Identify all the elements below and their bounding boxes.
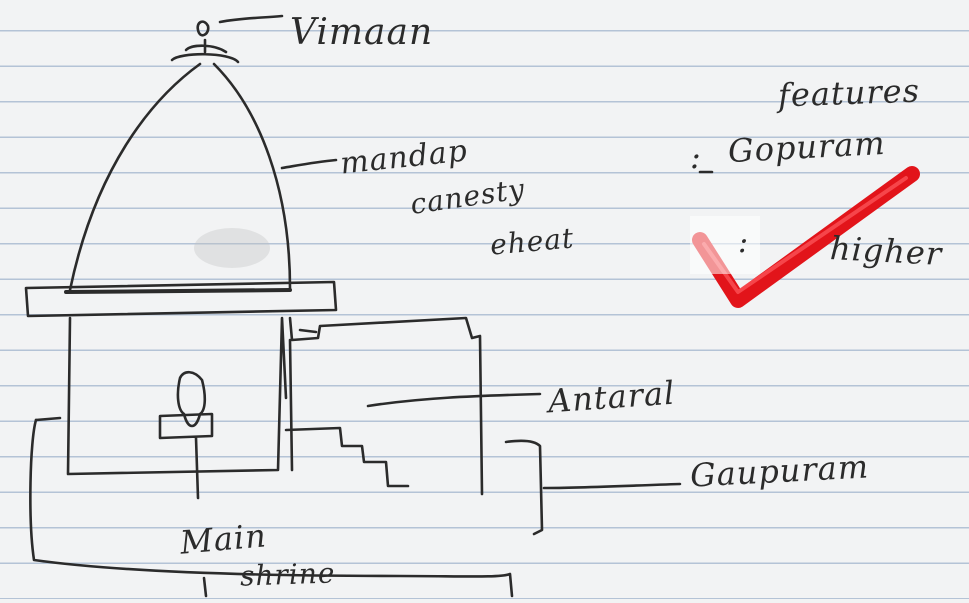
label-vimaan: Vimaan bbox=[290, 12, 433, 53]
slab-inner bbox=[66, 290, 290, 292]
finial-stem bbox=[172, 40, 238, 62]
leader-vimaan bbox=[220, 16, 282, 22]
colon-2: : bbox=[738, 225, 749, 260]
label-shrine: shrine bbox=[239, 556, 335, 592]
colon-1: : bbox=[690, 138, 702, 176]
antaral-right-wall bbox=[290, 340, 292, 470]
leader-mandap bbox=[282, 160, 336, 168]
deity-base bbox=[160, 414, 212, 498]
deity-figure bbox=[178, 372, 205, 426]
antaral-steps bbox=[286, 318, 482, 494]
gopuram-bracket bbox=[506, 441, 542, 534]
label-features: features bbox=[777, 72, 920, 115]
finial bbox=[198, 22, 209, 36]
leader-antaral bbox=[368, 394, 540, 406]
label-main: Main bbox=[179, 516, 269, 561]
leader-gopuram bbox=[544, 484, 680, 488]
white-patch bbox=[690, 216, 760, 274]
label-higher: higher bbox=[829, 229, 943, 273]
smudge bbox=[194, 228, 270, 268]
